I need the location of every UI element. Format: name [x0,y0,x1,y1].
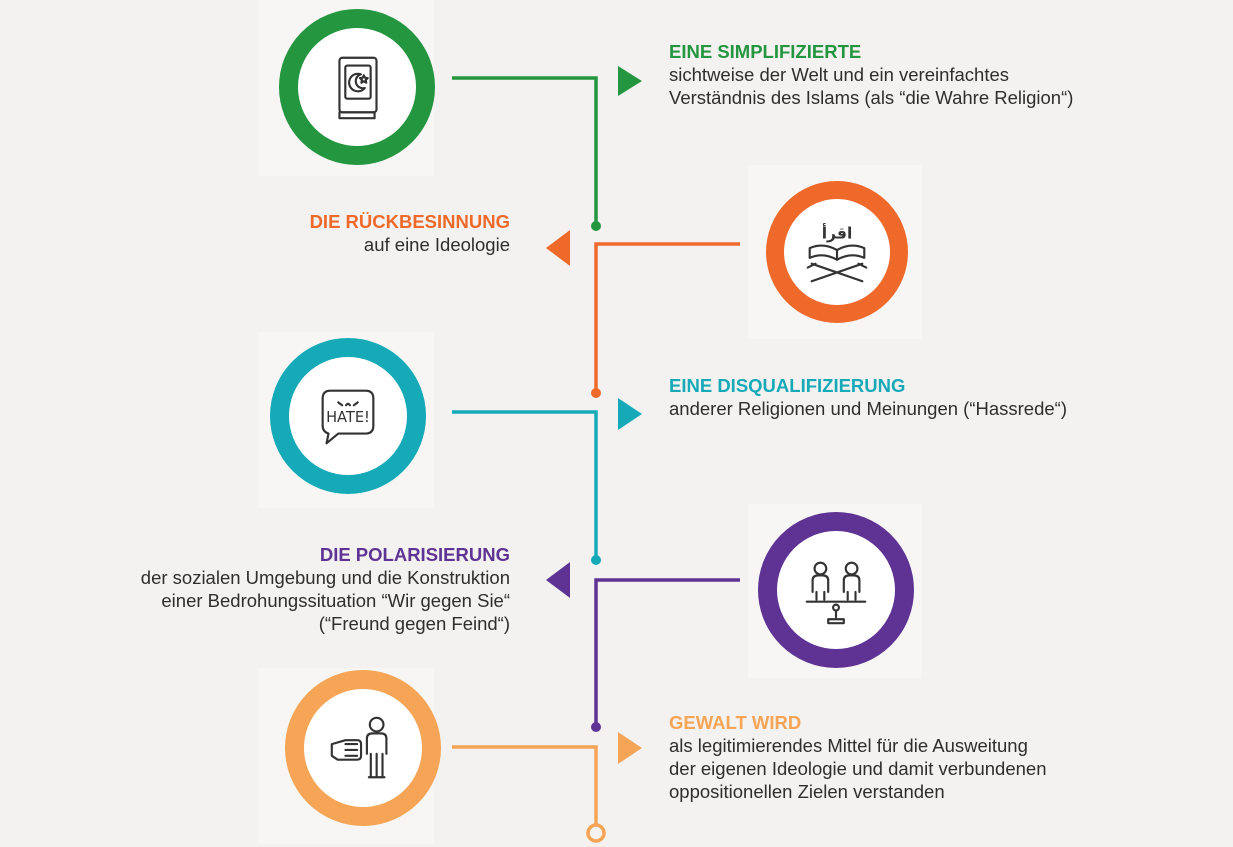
arrow-right-green [618,66,642,96]
arrow-right-light-orange [618,732,642,764]
arrow-right-teal [618,398,642,430]
people-on-scale-icon [758,512,914,668]
step-2-line: auf eine Ideologie [363,234,510,255]
step-5-line: oppositionellen Zielen verstanden [669,781,945,802]
step-3-heading: EINE DISQUALIFIZIERUNG [669,375,906,396]
arabic-iqra-label: اقرأ [822,222,853,242]
hate-speech-bubble-icon: HATE! [270,338,426,494]
step-4-line: einer Bedrohungssituation “Wir gegen Sie… [161,590,510,611]
step-1-heading: EINE SIMPLIFIZIERTE [669,41,862,62]
arrow-left-purple [546,562,570,598]
step-1-text: EINE SIMPLIFIZIERTE sichtweise der Welt … [669,40,1073,109]
arrow-left-orange [546,230,570,266]
step-5-heading: GEWALT WIRD [669,712,802,733]
step-5-line: der eigenen Ideologie und damit verbunde… [669,758,1047,779]
step-1-line: Verständnis des Islams (als “die Wahre R… [669,87,1074,108]
hate-label: HATE! [326,409,370,426]
step-4-line: der sozialen Umgebung und die Konstrukti… [140,567,510,588]
quran-book-icon [279,9,435,165]
fist-and-person-icon [285,670,441,826]
step-3-text: EINE DISQUALIFIZIERUNG anderer Religione… [669,374,1067,420]
step-2-heading: DIE RÜCKBESINNUNG [309,211,510,232]
step-4-heading: DIE POLARISIERUNG [319,544,510,565]
quran-stand-icon: اقرأ [766,181,908,323]
step-5-line: als legitimierendes Mittel für die Auswe… [669,735,1028,756]
step-3-line: anderer Religionen und Meinungen (“Hassr… [669,398,1067,419]
step-2-text: DIE RÜCKBESINNUNG auf eine Ideologie [310,210,510,256]
step-1-line: sichtweise der Welt und ein vereinfachte… [669,64,1010,85]
step-4-text: DIE POLARISIERUNG der sozialen Umgebung … [141,543,510,635]
step-5-text: GEWALT WIRD als legitimierendes Mittel f… [669,711,1047,803]
step-4-line: (“Freund gegen Feind“) [318,613,510,634]
